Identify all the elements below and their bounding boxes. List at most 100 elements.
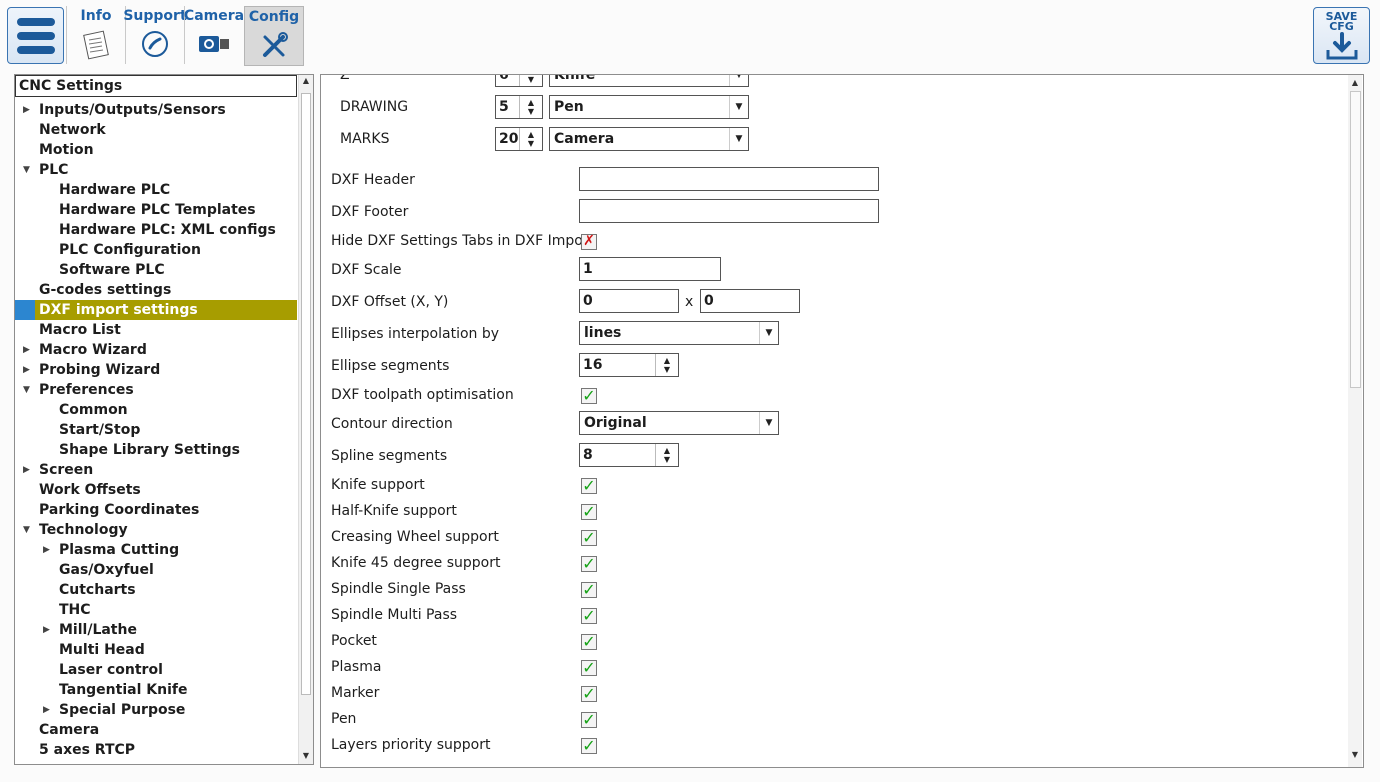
collapsed-arrow-icon[interactable]: ▶	[23, 365, 30, 375]
contour-direction-select[interactable]: Original ▼	[579, 411, 779, 435]
support-checkbox[interactable]: ✓	[581, 684, 597, 703]
tab-config[interactable]: Config	[244, 6, 304, 66]
tree-item[interactable]: Inputs/Outputs/Sensors	[39, 100, 226, 120]
spin-arrows-icon[interactable]: ▲▼	[519, 128, 542, 150]
expanded-arrow-icon[interactable]: ▼	[23, 385, 30, 395]
layer-tool-select[interactable]: Knife▼	[549, 75, 749, 87]
tree-scrollbar[interactable]: ▲ ▼	[298, 75, 313, 764]
tree-item[interactable]: Mill/Lathe	[59, 620, 137, 640]
tree-item[interactable]: Start/Stop	[59, 420, 140, 440]
scroll-up-icon[interactable]: ▲	[1351, 78, 1359, 87]
layer-number-spinbox[interactable]: 6▲▼	[495, 75, 543, 87]
tab-camera[interactable]: Camera	[184, 6, 244, 64]
tree-item[interactable]: Tangential Knife	[59, 680, 187, 700]
support-checkbox[interactable]: ✓	[581, 658, 597, 677]
tree-item[interactable]: Multi Head	[59, 640, 145, 660]
support-checkbox[interactable]: ✓	[581, 476, 597, 495]
tree-item[interactable]: Shape Library Settings	[59, 440, 240, 460]
collapsed-arrow-icon[interactable]: ▶	[23, 345, 30, 355]
toolpath-opt-checkbox[interactable]: ✓	[581, 386, 597, 405]
tree-item[interactable]: Cutcharts	[59, 580, 136, 600]
collapsed-arrow-icon[interactable]: ▶	[43, 625, 50, 635]
tree-item[interactable]: PLC	[39, 160, 68, 180]
tree-item[interactable]: Hardware PLC: XML configs	[59, 220, 276, 240]
support-checkbox[interactable]: ✓	[581, 554, 597, 573]
tree-item[interactable]: 5 axes RTCP	[39, 740, 135, 760]
settings-scrollbar[interactable]: ▲ ▼	[1348, 75, 1362, 767]
tree-item[interactable]: Screen	[39, 460, 93, 480]
tree-item[interactable]: Plasma Cutting	[59, 540, 179, 560]
chevron-down-icon[interactable]: ▼	[759, 322, 778, 344]
tree-item[interactable]: Common	[59, 400, 128, 420]
tree-item[interactable]: Macro Wizard	[39, 340, 147, 360]
tree-item[interactable]: Motion	[39, 140, 94, 160]
layer-tool-select[interactable]: Pen▼	[549, 95, 749, 119]
layer-tool-select[interactable]: Camera▼	[549, 127, 749, 151]
dxf-offset-x-input[interactable]: 0	[579, 289, 679, 313]
scroll-down-icon[interactable]: ▼	[1351, 750, 1359, 759]
tree-item[interactable]: DXF import settings	[35, 300, 297, 320]
layer-name-label: MARKS	[340, 131, 390, 147]
collapsed-arrow-icon[interactable]: ▶	[23, 465, 30, 475]
support-checkbox[interactable]: ✓	[581, 606, 597, 625]
dxf-offset-y-input[interactable]: 0	[700, 289, 800, 313]
hide-tabs-checkbox[interactable]: ✗	[581, 234, 597, 250]
collapsed-arrow-icon[interactable]: ▶	[43, 705, 50, 715]
support-checkbox[interactable]: ✓	[581, 710, 597, 729]
save-label-cfg: CFG	[1329, 20, 1354, 33]
tree-item[interactable]: THC	[59, 600, 91, 620]
chevron-down-icon[interactable]: ▼	[729, 96, 748, 118]
chevron-down-icon[interactable]: ▼	[729, 128, 748, 150]
spin-arrows-icon[interactable]: ▲▼	[655, 354, 678, 376]
tree-scroll-thumb[interactable]	[301, 93, 311, 695]
spin-arrows-icon[interactable]: ▲▼	[519, 96, 542, 118]
tree-item[interactable]: Software PLC	[59, 260, 165, 280]
tab-support[interactable]: Support	[123, 6, 187, 64]
collapsed-arrow-icon[interactable]: ▶	[43, 545, 50, 555]
support-checkbox[interactable]: ✓	[581, 502, 597, 521]
main-menu-button[interactable]	[7, 7, 64, 64]
ellipses-interp-select[interactable]: lines ▼	[579, 321, 779, 345]
scroll-up-icon[interactable]: ▲	[302, 76, 310, 85]
expanded-arrow-icon[interactable]: ▼	[23, 165, 30, 175]
settings-scroll-thumb[interactable]	[1350, 91, 1361, 388]
chevron-down-icon[interactable]: ▼	[729, 75, 748, 86]
tree-item[interactable]: Technology	[39, 520, 128, 540]
support-checkbox[interactable]: ✓	[581, 736, 597, 755]
settings-tree[interactable]: CNC Settings Inputs/Outputs/Sensors ▶ Netw…	[14, 74, 314, 765]
support-checkbox[interactable]: ✓	[581, 632, 597, 651]
tree-root-item[interactable]: CNC Settings	[15, 75, 297, 97]
tab-info[interactable]: Info	[66, 6, 125, 64]
spin-arrows-icon[interactable]: ▲▼	[519, 75, 542, 86]
dxf-scale-input[interactable]: 1	[579, 257, 721, 281]
tree-item[interactable]: Network	[39, 120, 106, 140]
tree-item[interactable]: G-codes settings	[39, 280, 171, 300]
layer-number-spinbox[interactable]: 5▲▼	[495, 95, 543, 119]
tree-item[interactable]: Preferences	[39, 380, 134, 400]
tree-item[interactable]: Gas/Oxyfuel	[59, 560, 154, 580]
tree-item[interactable]: Macro List	[39, 320, 121, 340]
dxf-footer-input[interactable]	[579, 199, 879, 223]
tree-item[interactable]: Laser control	[59, 660, 163, 680]
tree-item[interactable]: Parking Coordinates	[39, 500, 199, 520]
ellipse-segments-spinbox[interactable]: 16 ▲▼	[579, 353, 679, 377]
chevron-down-icon[interactable]: ▼	[759, 412, 778, 434]
spin-arrows-icon[interactable]: ▲▼	[655, 444, 678, 466]
spline-segments-spinbox[interactable]: 8 ▲▼	[579, 443, 679, 467]
collapsed-arrow-icon[interactable]: ▶	[23, 105, 30, 115]
tree-item[interactable]: Special Purpose	[59, 700, 185, 720]
dxf-header-input[interactable]	[579, 167, 879, 191]
expanded-arrow-icon[interactable]: ▼	[23, 525, 30, 535]
layer-number-spinbox[interactable]: 20▲▼	[495, 127, 543, 151]
tree-item[interactable]: PLC Configuration	[59, 240, 201, 260]
scroll-down-icon[interactable]: ▼	[302, 751, 310, 760]
tree-item[interactable]: Hardware PLC	[59, 180, 170, 200]
support-checkbox[interactable]: ✓	[581, 580, 597, 599]
support-checkbox[interactable]: ✓	[581, 528, 597, 547]
tree-item[interactable]: Camera	[39, 720, 99, 740]
selection-marker	[15, 300, 35, 320]
tree-item[interactable]: Probing Wizard	[39, 360, 160, 380]
tree-item[interactable]: Hardware PLC Templates	[59, 200, 256, 220]
tree-item[interactable]: Work Offsets	[39, 480, 141, 500]
